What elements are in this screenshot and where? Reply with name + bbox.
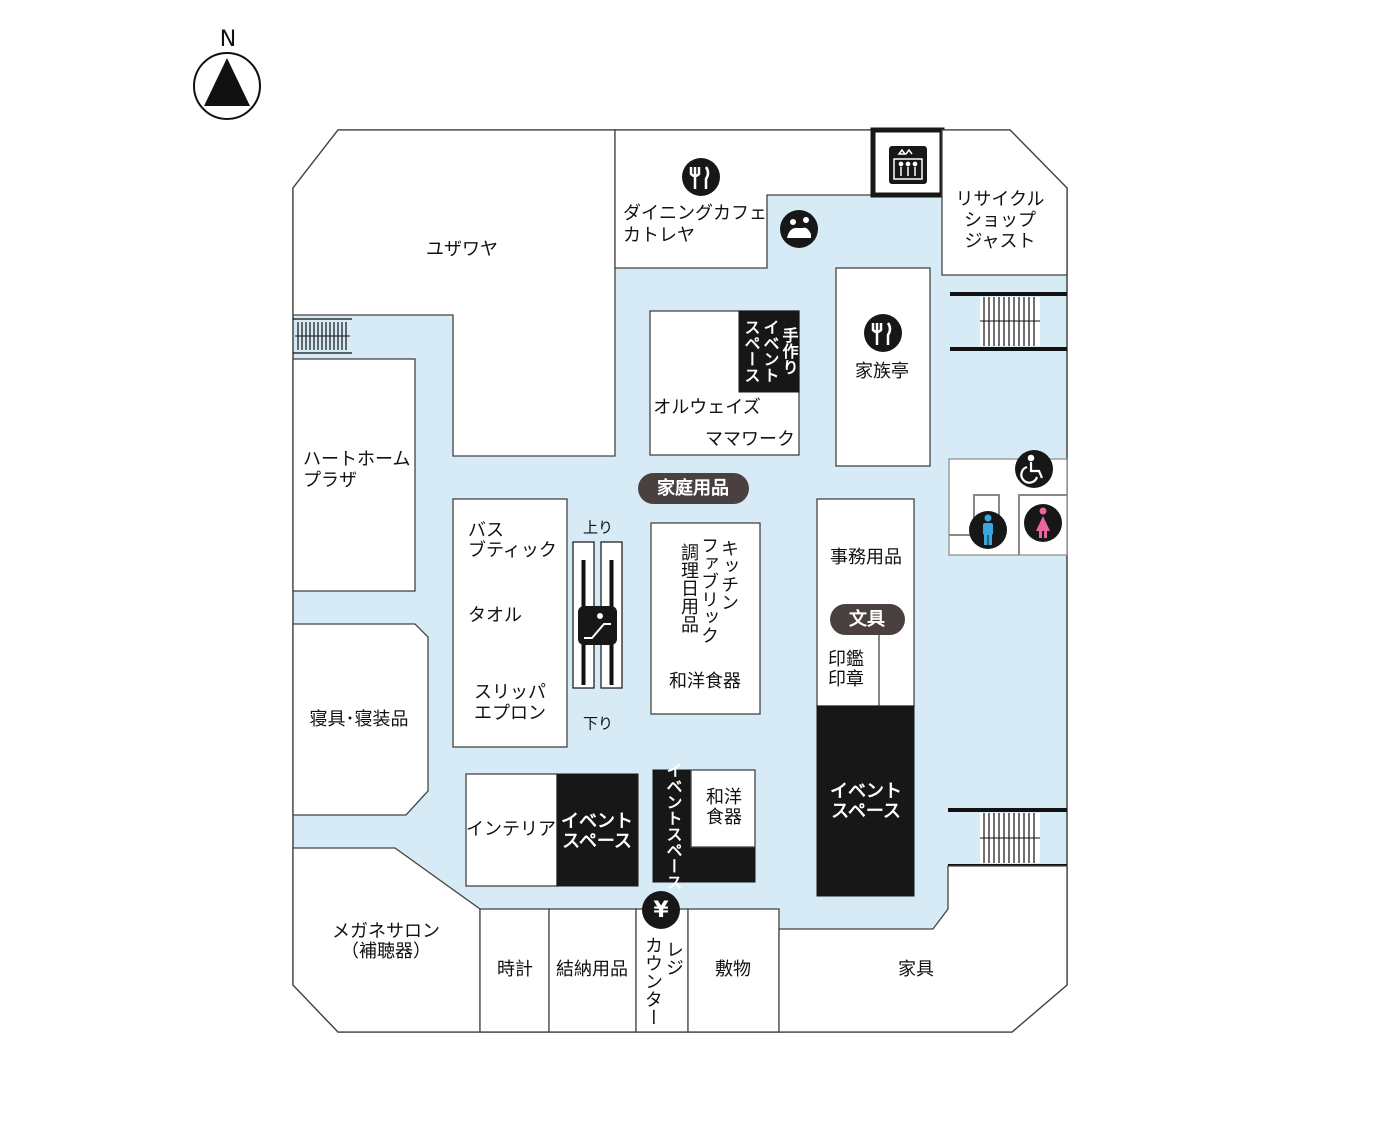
store-yuzawaya[interactable]: ユザワヤ	[292, 129, 616, 457]
store-kazokutei[interactable]: 家族亭	[835, 267, 931, 467]
always-label: オルウェイズ	[653, 397, 760, 418]
store-bedding[interactable]: 寝具･寝装品	[292, 623, 429, 816]
event-space-east[interactable]: イベント スペース	[816, 705, 915, 897]
svg-text:手作り: 手作り	[780, 326, 799, 375]
store-shikimono[interactable]: 敷物	[687, 908, 780, 1033]
nursing-room-icon	[780, 210, 818, 248]
event-east-label-line2: スペース	[831, 801, 901, 822]
elevator[interactable]	[870, 127, 945, 198]
store-yuino[interactable]: 結納用品	[548, 908, 637, 1033]
register-label-line1: レジ	[663, 940, 684, 976]
compass-label: N	[220, 27, 236, 52]
stairs-east-north	[950, 292, 1067, 351]
store-dining-cafe[interactable]: ダイニングカフェ カトレヤ	[614, 129, 874, 269]
recycle-label-line1: リサイクル	[955, 189, 1044, 210]
heart-home-label-line2: プラザ	[303, 470, 357, 491]
register-counter[interactable]: レジ カウンター	[635, 908, 689, 1033]
wheelchair-icon	[1020, 454, 1044, 484]
store-watch[interactable]: 時計	[479, 908, 550, 1033]
store-office-supplies[interactable]: 事務用品 文具 印鑑 印章	[816, 498, 915, 707]
compass: N	[193, 27, 261, 120]
store-bath-boutique[interactable]: バス ブティック タオル スリッパ エプロン	[452, 498, 568, 748]
watch-label: 時計	[497, 959, 533, 980]
section-pill-household: 家庭用品	[638, 473, 749, 504]
elevator-icon	[893, 148, 923, 180]
register-label-line2: カウンター	[642, 936, 663, 1026]
kazokutei-label: 家族亭	[855, 361, 909, 382]
restrooms[interactable]	[948, 450, 1068, 556]
store-yuzawaya-label: ユザワヤ	[426, 239, 498, 260]
craft-event-space-label: 手作り イベント スペース	[742, 319, 799, 383]
heart-home-label-line1: ハートホーム	[303, 449, 410, 470]
shikimono-label: 敷物	[715, 959, 751, 980]
mama-work-label: ママワーク	[705, 429, 795, 450]
svg-text:イベント: イベント	[761, 319, 780, 383]
female-restroom-icon	[1036, 507, 1050, 538]
svg-text:¥: ¥	[653, 898, 669, 923]
store-kitchen-fabric[interactable]: キッチン ファブリック 調理日用品 和洋食器	[650, 522, 761, 715]
store-furniture[interactable]: 家具	[778, 865, 1068, 1033]
event-interior-label-line2: スペース	[562, 831, 632, 852]
bath-label-line2: ブティック	[468, 539, 557, 561]
tableware-small-line1: 和洋	[706, 787, 742, 808]
restaurant-icon	[871, 322, 892, 345]
seal-label-line2: 印章	[828, 669, 864, 690]
yen-icon: ¥	[642, 891, 680, 929]
slipper-label-line2: エプロン	[474, 703, 546, 724]
office-label: 事務用品	[830, 547, 902, 568]
tableware-small-line2: 食器	[706, 807, 742, 828]
household-pill-label: 家庭用品	[657, 477, 729, 499]
kitchen-label-line2: ファブリック	[698, 536, 719, 644]
event-interior-label-line1: イベント	[561, 811, 633, 832]
store-recycle-shop[interactable]: リサイクル ショップ ジャスト	[941, 129, 1068, 276]
store-heart-home-plaza[interactable]: ハートホーム プラザ	[292, 358, 416, 592]
slipper-label-line1: スリッパ	[474, 682, 546, 703]
recycle-label-line2: ショップ	[964, 210, 1036, 231]
megane-label-line1: メガネサロン	[332, 921, 440, 942]
stationery-pill-label: 文具	[849, 608, 885, 630]
megane-label-line2: （補聴器）	[341, 941, 431, 962]
escalator-down-label: 下り	[583, 715, 613, 733]
escalator-up-label: 上り	[583, 519, 613, 537]
event-space-vertical[interactable]: イベントスペース 和洋 食器	[652, 762, 756, 890]
interior-label: インテリア	[466, 819, 556, 840]
kitchen-label-line1: キッチン	[718, 539, 739, 611]
seal-label-line1: 印鑑	[828, 649, 864, 670]
kitchen-label-line3: 調理日用品	[678, 543, 699, 633]
cafe-label-line2: カトレヤ	[623, 225, 695, 246]
male-restroom-icon	[983, 514, 993, 545]
bedding-label: 寝具･寝装品	[310, 709, 409, 730]
store-always-mamawork[interactable]: 手作り イベント スペース オルウェイズ ママワーク	[649, 310, 800, 456]
north-arrow-icon	[204, 58, 250, 106]
bath-label-line1: バス	[468, 520, 504, 541]
towel-label: タオル	[468, 605, 522, 626]
store-interior[interactable]: インテリア	[465, 773, 558, 887]
tableware-label: 和洋食器	[669, 671, 741, 692]
stairs-west	[293, 318, 352, 354]
event-vertical-label: イベントスペース	[664, 762, 683, 890]
event-space-interior[interactable]: イベント スペース	[556, 773, 639, 887]
restaurant-icon	[689, 166, 710, 189]
yuino-label: 結納用品	[556, 959, 628, 980]
escalator-icon	[584, 613, 611, 639]
furniture-label: 家具	[898, 959, 934, 980]
escalators[interactable]: 上り 下り	[572, 519, 623, 733]
event-east-label-line1: イベント	[830, 781, 902, 802]
recycle-label-line3: ジャスト	[964, 231, 1035, 252]
svg-text:スペース: スペース	[742, 319, 761, 383]
cafe-label-line1: ダイニングカフェ	[623, 203, 767, 224]
